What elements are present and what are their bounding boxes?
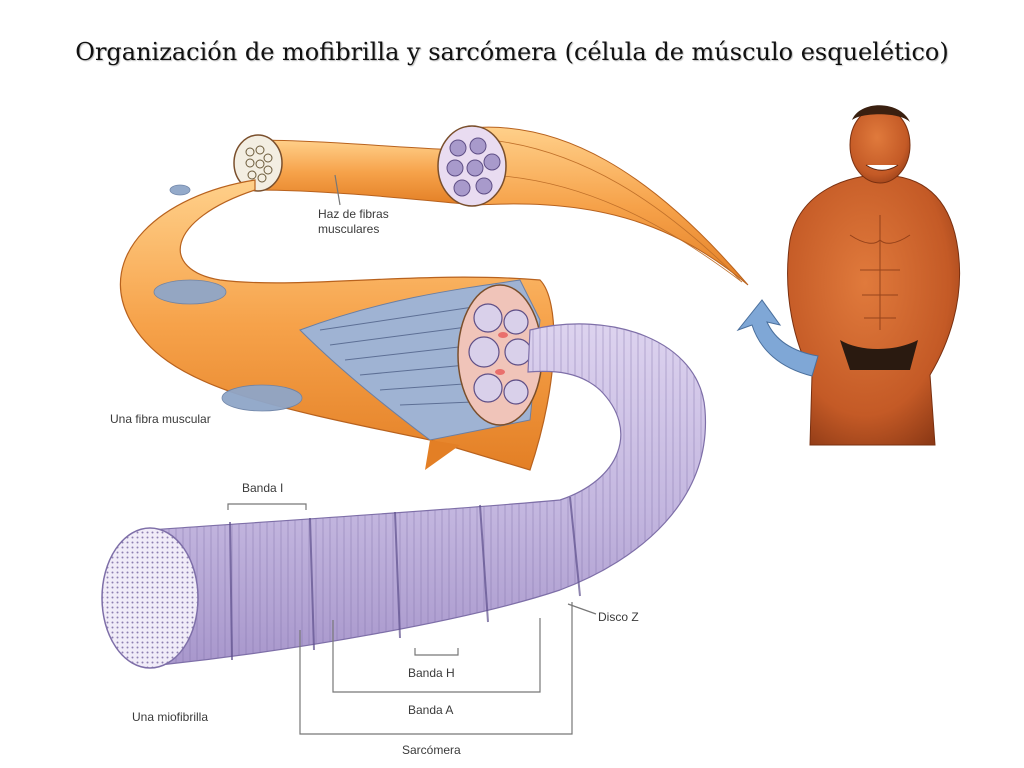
bodybuilder-figure (787, 105, 961, 446)
band-i-bracket (227, 503, 307, 510)
band-brackets (227, 174, 597, 735)
slide-title: Organización de mofibrilla y sarcómera (… (75, 38, 949, 66)
label-band-a: Banda A (408, 703, 454, 717)
band-h-bracket (414, 648, 459, 656)
band-a-bracket (332, 618, 541, 693)
muscle-bundle (233, 125, 749, 286)
label-disc-z: Disco Z (598, 610, 639, 624)
label-fiber: Una fibra muscular (110, 412, 211, 426)
disc-z-leader (567, 603, 597, 615)
label-sarcomere: Sarcómera (402, 743, 461, 757)
muscle-fiber (119, 179, 555, 471)
myofibril (101, 323, 707, 669)
label-bundle: Haz de fibras musculares (318, 207, 389, 236)
sarcomere-bracket (299, 602, 573, 735)
curved-arrow-icon (736, 299, 819, 377)
label-band-h: Banda H (408, 666, 455, 680)
label-band-i: Banda I (242, 481, 284, 495)
bundle-leader (334, 174, 341, 206)
label-myofibril: Una miofibrilla (132, 710, 209, 724)
